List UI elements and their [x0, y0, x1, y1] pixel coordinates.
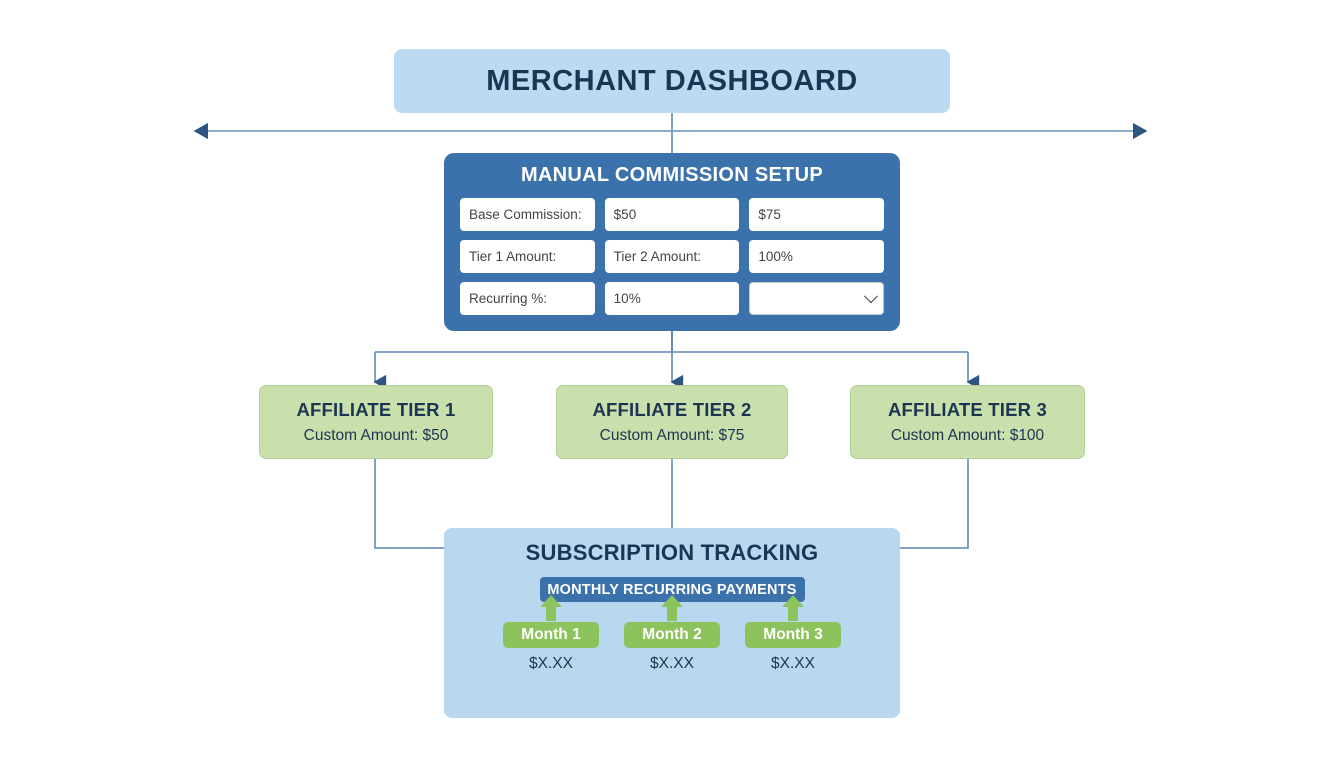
subscription-panel-title: SUBSCRIPTION TRACKING — [525, 540, 819, 565]
month-item: Month 1 $X.XX — [503, 595, 599, 673]
tier-subtitle: Custom Amount: $50 — [303, 427, 449, 444]
base-commission-secondary-field[interactable]: $75 — [749, 198, 885, 231]
connector-tier-1-to-subscription — [374, 459, 445, 549]
month-pill[interactable]: Month 1 — [503, 622, 599, 648]
commission-type-select[interactable] — [749, 282, 885, 315]
commission-field-row: Tier 1 Amount: Tier 2 Amount: 100% — [460, 240, 885, 273]
tier-1-amount-field[interactable]: Tier 1 Amount: — [460, 240, 595, 273]
tier-subtitle: Custom Amount: $75 — [599, 427, 745, 444]
merchant-dashboard-header[interactable]: MERCHANT DASHBOARD — [394, 49, 950, 113]
tier-title: AFFILIATE TIER 3 — [887, 399, 1048, 420]
tier-title: AFFILIATE TIER 1 — [296, 399, 456, 420]
month-pill[interactable]: Month 2 — [624, 622, 720, 648]
month-amount: $X.XX — [771, 655, 815, 672]
base-commission-label-field[interactable]: Base Commission: — [460, 198, 595, 231]
tier-title: AFFILIATE TIER 2 — [592, 399, 752, 420]
recurring-percent-label-field[interactable]: Recurring %: — [460, 282, 595, 315]
month-list: Month 1 $X.XX Month 2 $X.XX Month 3 $X.X… — [444, 595, 900, 673]
tier-subtitle: Custom Amount: $100 — [890, 427, 1045, 444]
manual-commission-setup-panel: MANUAL COMMISSION SETUP Base Commission:… — [444, 153, 900, 331]
tier-2-amount-field[interactable]: Tier 2 Amount: — [604, 240, 740, 273]
commission-field-grid: Base Commission: $50 $75 Tier 1 Amount: … — [460, 198, 885, 315]
month-item: Month 3 $X.XX — [745, 595, 841, 673]
page-title: MERCHANT DASHBOARD — [486, 64, 858, 97]
month-amount: $X.XX — [650, 655, 694, 672]
month-amount: $X.XX — [529, 655, 573, 672]
affiliate-tier-1-card[interactable]: AFFILIATE TIER 1 Custom Amount: $50 — [259, 385, 493, 459]
month-item: Month 2 $X.XX — [624, 595, 720, 673]
connector-tier-3-to-subscription — [899, 459, 969, 549]
tier-percent-field[interactable]: 100% — [749, 240, 885, 273]
commission-field-row: Base Commission: $50 $75 — [460, 198, 885, 231]
commission-panel-title: MANUAL COMMISSION SETUP — [520, 164, 824, 186]
base-commission-value-field[interactable]: $50 — [604, 198, 740, 231]
subscription-tracking-panel: SUBSCRIPTION TRACKING MONTHLY RECURRING … — [444, 528, 900, 718]
month-pill[interactable]: Month 3 — [745, 622, 841, 648]
recurring-percent-value-field[interactable]: 10% — [604, 282, 740, 315]
chevron-down-icon — [863, 288, 879, 303]
commission-field-row: Recurring %: 10% — [460, 282, 885, 315]
affiliate-tier-3-card[interactable]: AFFILIATE TIER 3 Custom Amount: $100 — [850, 385, 1085, 459]
affiliate-tier-2-card[interactable]: AFFILIATE TIER 2 Custom Amount: $75 — [556, 385, 788, 459]
